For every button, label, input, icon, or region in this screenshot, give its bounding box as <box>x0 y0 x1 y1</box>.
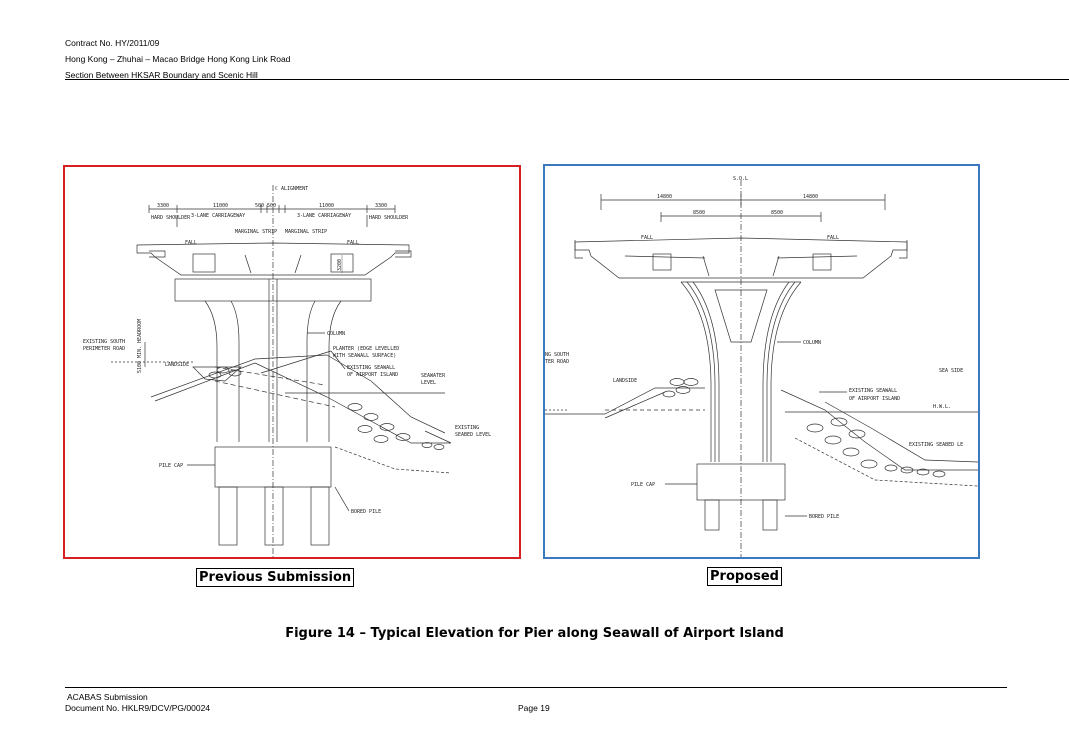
previous-caption: Previous Submission <box>196 568 355 587</box>
prev-seawater-1: SEAWATER <box>421 373 446 379</box>
prev-planter-2: WITH SEAWALL SURFACE) <box>333 353 396 359</box>
prev-dim-500-r: 500 <box>267 203 276 209</box>
prev-carriageway-l: 3-LANE CARRIAGEWAY <box>191 213 245 219</box>
prev-headroom-label: 5100 MIN. HEADROOM <box>137 319 143 373</box>
previous-drawing: ℂ ALIGNMENT 3300 11000 500 500 11000 330… <box>83 185 491 557</box>
prev-perimeter-road: PERIMETER ROAD <box>83 346 125 352</box>
header-contract: Contract No. HY/2011/09 <box>65 38 160 48</box>
header-rule <box>65 79 1069 80</box>
prev-existing-south: EXISTING SOUTH <box>83 339 125 345</box>
prop-fall-l: FALL <box>641 235 653 241</box>
prev-seabed-2: SEABED LEVEL <box>455 432 491 438</box>
prop-bored-pile: BORED PILE <box>809 514 839 520</box>
prop-south-partial: NG SOUTH <box>545 352 569 358</box>
prop-column-label: COLUMN <box>803 340 821 346</box>
prev-hard-shoulder-r: HARD SHOULDER <box>369 215 409 221</box>
proposed-panel: S.O.L 14800 14800 8500 8500 FALL FALL CO… <box>543 164 980 559</box>
prev-marginal-strip-l: MARGINAL STRIP <box>235 229 277 235</box>
prop-landside: LANDSIDE <box>613 378 637 384</box>
proposed-caption: Proposed <box>707 567 782 586</box>
prev-pile-cap: PILE CAP <box>159 463 183 469</box>
prev-fall-r: FALL <box>347 240 359 246</box>
prev-landside: LANDSIDE <box>165 362 189 368</box>
prop-road-partial: TER ROAD <box>545 359 569 365</box>
prop-dim-8500-l: 8500 <box>693 210 705 216</box>
prop-seabed: EXISTING SEABED LE <box>909 442 963 448</box>
prev-column-label: COLUMN <box>327 331 345 337</box>
prev-seawall-1: EXISTING SEAWALL <box>347 365 395 371</box>
header-project: Hong Kong – Zhuhai – Macao Bridge Hong K… <box>65 54 291 64</box>
prev-marginal-strip-r: MARGINAL STRIP <box>285 229 327 235</box>
prev-depth-label: 3200 <box>337 259 343 271</box>
prop-sol-label: S.O.L <box>733 176 748 182</box>
footer-page: Page 19 <box>518 703 550 713</box>
footer-document-no: Document No. HKLR9/DCV/PG/00024 <box>65 703 211 713</box>
prev-alignment-label: ℂ ALIGNMENT <box>275 186 308 192</box>
prop-hwl: H.W.L. <box>933 404 951 410</box>
prev-fall-l: FALL <box>185 240 197 246</box>
prop-sea-side: SEA SIDE <box>939 368 963 374</box>
prop-seawall-2: OF AIRPORT ISLAND <box>849 396 900 402</box>
prop-seawall-1: EXISTING SEAWALL <box>849 388 897 394</box>
prev-seabed-1: EXISTING <box>455 425 479 431</box>
prop-dim-8500-r: 8500 <box>771 210 783 216</box>
prev-dim-11000-l: 11000 <box>213 203 228 209</box>
figure-caption: Figure 14 – Typical Elevation for Pier a… <box>285 626 784 641</box>
prop-fall-r: FALL <box>827 235 839 241</box>
prev-seawall-2: OF AIRPORT ISLAND <box>347 372 398 378</box>
prev-seawater-2: LEVEL <box>421 380 436 386</box>
prev-dim-3300-l: 3300 <box>157 203 169 209</box>
previous-panel: ℂ ALIGNMENT 3300 11000 500 500 11000 330… <box>63 165 521 559</box>
prop-pile-cap: PILE CAP <box>631 482 655 488</box>
prev-dim-3300-r: 3300 <box>375 203 387 209</box>
header-section: Section Between HKSAR Boundary and Sceni… <box>65 70 258 80</box>
prev-bored-pile: BORED PILE <box>351 509 381 515</box>
prop-dim-14800-r: 14800 <box>803 194 818 200</box>
prev-dim-500-l: 500 <box>255 203 264 209</box>
prop-dim-14800-l: 14800 <box>657 194 672 200</box>
prev-dim-11000-r: 11000 <box>319 203 334 209</box>
proposed-drawing: S.O.L 14800 14800 8500 8500 FALL FALL CO… <box>545 176 978 557</box>
prev-hard-shoulder-l: HARD SHOULDER <box>151 215 191 221</box>
prev-planter-1: PLANTER (EDGE LEVELLED <box>333 346 399 352</box>
footer-rule <box>65 687 1007 688</box>
footer-submission: ACABAS Submission <box>67 692 148 702</box>
prev-carriageway-r: 3-LANE CARRIAGEWAY <box>297 213 351 219</box>
